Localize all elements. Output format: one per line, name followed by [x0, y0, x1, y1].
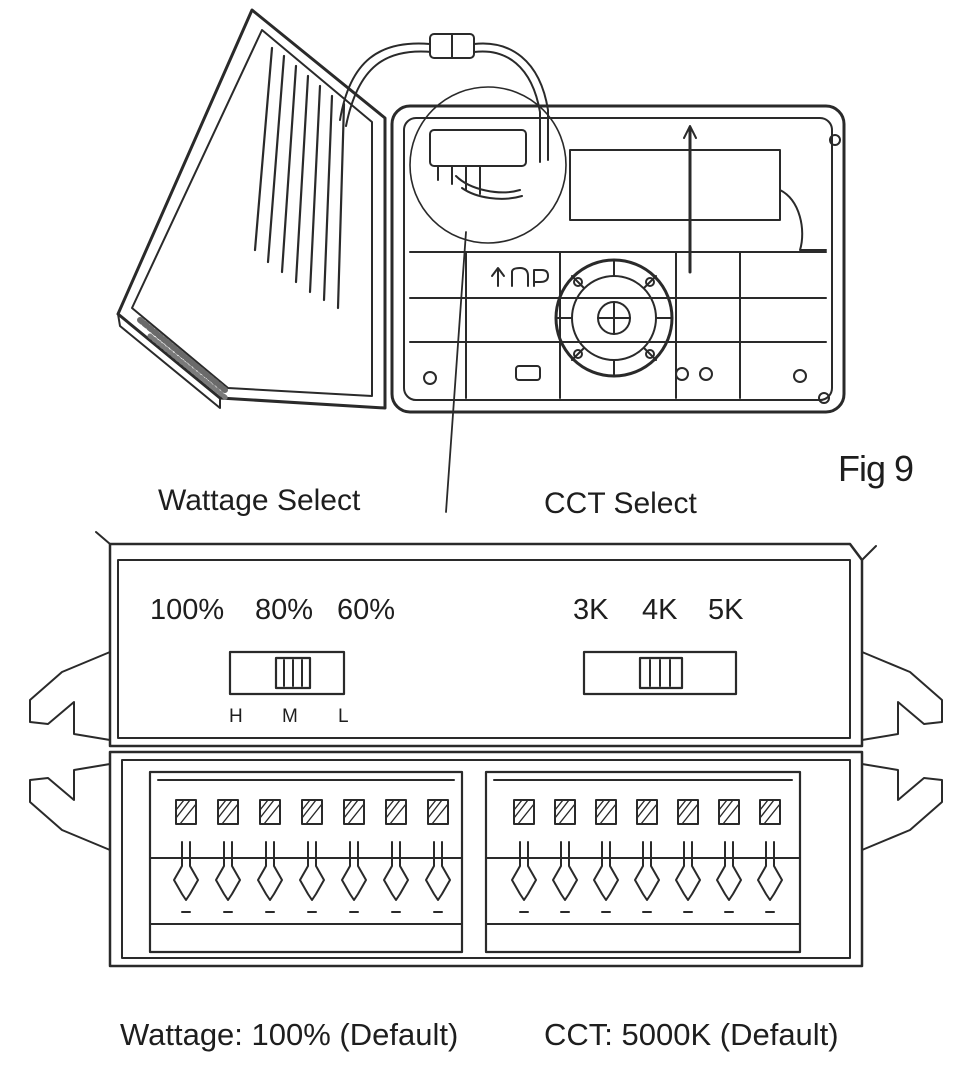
right-terminal-4 — [634, 799, 660, 913]
terminal-block-right — [484, 770, 802, 954]
cct-select-title: CCT Select — [544, 487, 697, 520]
mounting-clip-left — [29, 651, 111, 851]
leader-line — [445, 231, 467, 513]
wattage-option-60: 60% — [337, 594, 396, 626]
cct-default-caption: CCT: 5000K (Default) — [544, 1017, 839, 1052]
wattage-position-l: L — [338, 706, 349, 727]
right-terminal-7 — [757, 799, 783, 913]
right-terminal-5 — [675, 799, 701, 913]
left-terminal-5 — [341, 799, 367, 913]
left-terminal-1 — [173, 799, 199, 913]
right-terminal-2 — [552, 799, 578, 913]
terminal-block-left — [148, 770, 464, 954]
cct-option-5k: 5K — [708, 594, 744, 626]
mounting-clip-right — [861, 651, 943, 851]
left-terminal-7 — [425, 799, 451, 913]
figure-label: Fig 9 — [838, 448, 914, 489]
right-terminal-3 — [593, 799, 619, 913]
wattage-position-h: H — [229, 706, 243, 727]
control-module-body — [95, 531, 877, 968]
driver-module — [409, 86, 567, 244]
left-terminal-6 — [383, 799, 409, 913]
fixture-housing — [390, 104, 846, 414]
wattage-option-100: 100% — [150, 594, 225, 626]
wattage-position-m: M — [282, 706, 298, 727]
wattage-default-caption: Wattage: 100% (Default) — [120, 1017, 459, 1052]
left-terminal-3 — [257, 799, 283, 913]
right-terminal-6 — [716, 799, 742, 913]
wattage-select-title: Wattage Select — [158, 484, 361, 517]
fixture-front-cover — [116, 8, 387, 410]
cct-option-3k: 3K — [573, 594, 609, 626]
left-terminal-2 — [215, 799, 241, 913]
right-terminal-1 — [511, 799, 537, 913]
wire-harness — [339, 33, 549, 163]
wattage-slide-switch — [228, 650, 346, 696]
knockout-hub — [554, 258, 674, 378]
cct-slide-switch — [582, 650, 738, 696]
left-terminal-4 — [299, 799, 325, 913]
cct-option-4k: 4K — [642, 594, 678, 626]
wattage-option-80: 80% — [255, 594, 314, 626]
